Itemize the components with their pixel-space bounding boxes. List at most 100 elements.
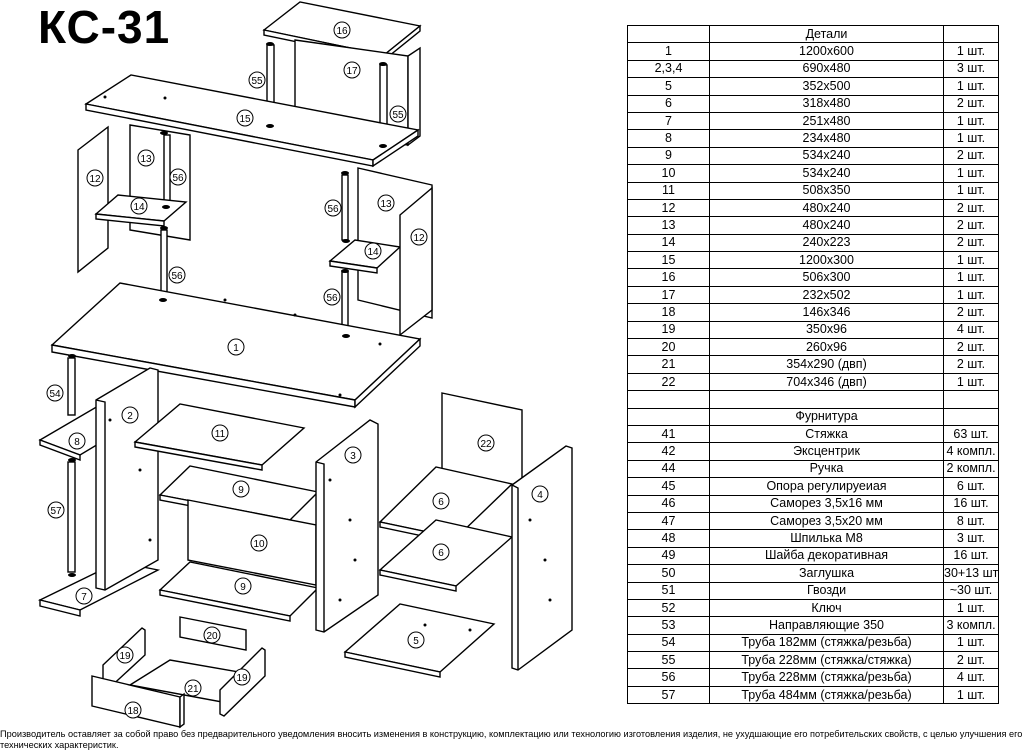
label-7: 7 (75, 587, 93, 605)
cell-quantity: 1 шт. (943, 268, 999, 287)
svg-text:54: 54 (49, 389, 61, 400)
cell-description: 146x346 (709, 303, 944, 322)
cell-quantity: 1 шт. (943, 372, 999, 392)
details-header-row: Детали (627, 24, 999, 44)
label-15: 15 (236, 109, 254, 127)
cell-number (627, 390, 710, 409)
label-10: 10 (250, 534, 268, 552)
hardware-header: Фурнитура (709, 407, 944, 426)
cell-quantity: 4 шт. (943, 320, 999, 340)
tube-56-left-lower (160, 229, 168, 299)
svg-text:9: 9 (240, 582, 246, 593)
label-56a: 56 (169, 168, 187, 186)
cell-quantity: 6 шт. (943, 477, 999, 496)
label-55b: 55 (389, 105, 407, 123)
tube-56-right-upper (341, 174, 349, 241)
cell-quantity: 3 шт. (943, 59, 999, 79)
cell-quantity: 2 шт. (943, 303, 999, 322)
cell-description: Труба 182мм (стяжка/резьба) (709, 633, 944, 653)
cell-number: 11 (627, 181, 710, 200)
cell-description: 1200x300 (709, 251, 944, 270)
cell-description: Ручка (709, 459, 944, 479)
hardware-header-row: Фурнитура (627, 407, 999, 426)
label-19-right: 19 (233, 668, 251, 686)
cell-description: Саморез 3,5х20 мм (709, 511, 944, 531)
part-14-right (328, 239, 402, 274)
cell-quantity: 4 компл. (943, 442, 999, 461)
cell-quantity: 1 шт. (943, 164, 999, 183)
svg-text:17: 17 (346, 66, 358, 77)
svg-text:18: 18 (127, 706, 139, 717)
cell-quantity: 2 шт. (943, 216, 999, 235)
cell-number: 57 (627, 685, 710, 705)
tube-57 (67, 461, 76, 573)
mounting-holes (68, 42, 552, 632)
svg-text:13: 13 (140, 154, 152, 165)
cell-quantity: 8 шт. (943, 511, 999, 531)
cell-quantity: 2 компл. (943, 459, 999, 479)
svg-text:56: 56 (327, 204, 339, 215)
part-3 (315, 419, 379, 633)
label-6-upper: 6 (432, 492, 450, 510)
label-55a: 55 (248, 71, 266, 89)
cell-quantity: 1 шт. (943, 685, 999, 705)
svg-text:11: 11 (215, 429, 226, 440)
label-11: 11 (211, 424, 229, 442)
svg-text:55: 55 (392, 110, 404, 121)
label-5: 5 (407, 631, 425, 649)
label-22: 22 (477, 434, 495, 452)
cell-description: 251x480 (709, 111, 944, 131)
spacer-row (627, 390, 999, 409)
svg-text:56: 56 (172, 173, 184, 184)
svg-text:6: 6 (438, 548, 444, 559)
cell-number: 41 (627, 424, 710, 444)
cell-description: Ключ (709, 598, 944, 618)
label-4: 4 (531, 485, 549, 503)
details-header: Детали (709, 24, 944, 44)
tube-56-left-upper (163, 134, 171, 206)
label-1: 1 (227, 338, 245, 356)
cell-quantity: 2 шт. (943, 651, 999, 670)
svg-text:16: 16 (336, 26, 348, 37)
cell-number: 14 (627, 233, 710, 253)
svg-text:15: 15 (239, 114, 251, 125)
cell-number: 48 (627, 529, 710, 548)
svg-text:22: 22 (480, 439, 492, 450)
tube-54 (67, 357, 76, 416)
cell-quantity: 2 шт. (943, 338, 999, 357)
cell-number: 8 (627, 129, 710, 148)
part-4 (511, 445, 573, 671)
cell-quantity: 1 шт. (943, 129, 999, 148)
label-13-right: 13 (377, 194, 395, 212)
svg-text:5: 5 (413, 636, 419, 647)
label-56c: 56 (324, 199, 342, 217)
cell-description: 1200x600 (709, 42, 944, 61)
cell-description: Стяжка (709, 424, 944, 444)
cell-description: 352x500 (709, 77, 944, 96)
label-9-lower: 9 (234, 577, 252, 595)
cell-quantity: 1 шт. (943, 111, 999, 131)
cell-description (709, 390, 944, 409)
svg-text:56: 56 (171, 271, 183, 282)
svg-text:19: 19 (119, 651, 131, 662)
cell-number: 45 (627, 477, 710, 496)
exploded-assembly-drawing: 16 17 55 55 15 13 12 56 14 56 56 13 12 1… (37, 1, 573, 729)
part-2 (95, 367, 159, 591)
tube-56-right-lower (341, 271, 349, 333)
